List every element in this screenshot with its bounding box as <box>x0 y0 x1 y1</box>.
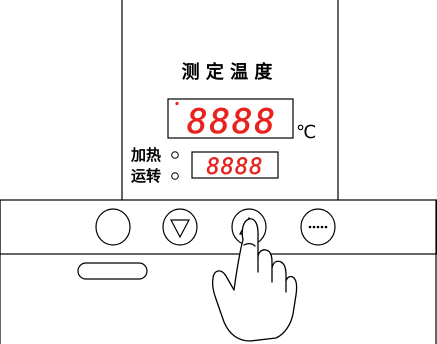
main-display-frame <box>167 98 294 139</box>
blank-button[interactable] <box>95 208 131 246</box>
menu-button[interactable] <box>300 208 336 246</box>
upper-panel <box>0 0 437 255</box>
panel-title: 测 定 温 度 <box>182 61 274 83</box>
sub-display-digits: 8888 <box>207 155 264 180</box>
pressing-hand-icon <box>211 218 298 342</box>
heating-indicator-lamp <box>171 151 179 159</box>
temperature-unit: ℃ <box>296 122 316 143</box>
card-slot <box>77 262 148 280</box>
main-display-indicator-dot <box>175 101 179 106</box>
ellipsis-icon <box>308 225 328 229</box>
button-strip <box>0 199 437 255</box>
main-display-digits: 8888 <box>187 102 277 142</box>
running-indicator-lamp <box>171 172 179 180</box>
main-display: 8888 <box>167 98 294 142</box>
sub-display-frame <box>191 151 279 179</box>
status-heating-label: 加热 <box>130 146 161 164</box>
down-triangle-icon <box>170 219 190 239</box>
sub-display: 8888 <box>191 151 279 180</box>
status-running-label: 运转 <box>131 167 161 185</box>
down-arrow-button[interactable] <box>162 208 198 246</box>
